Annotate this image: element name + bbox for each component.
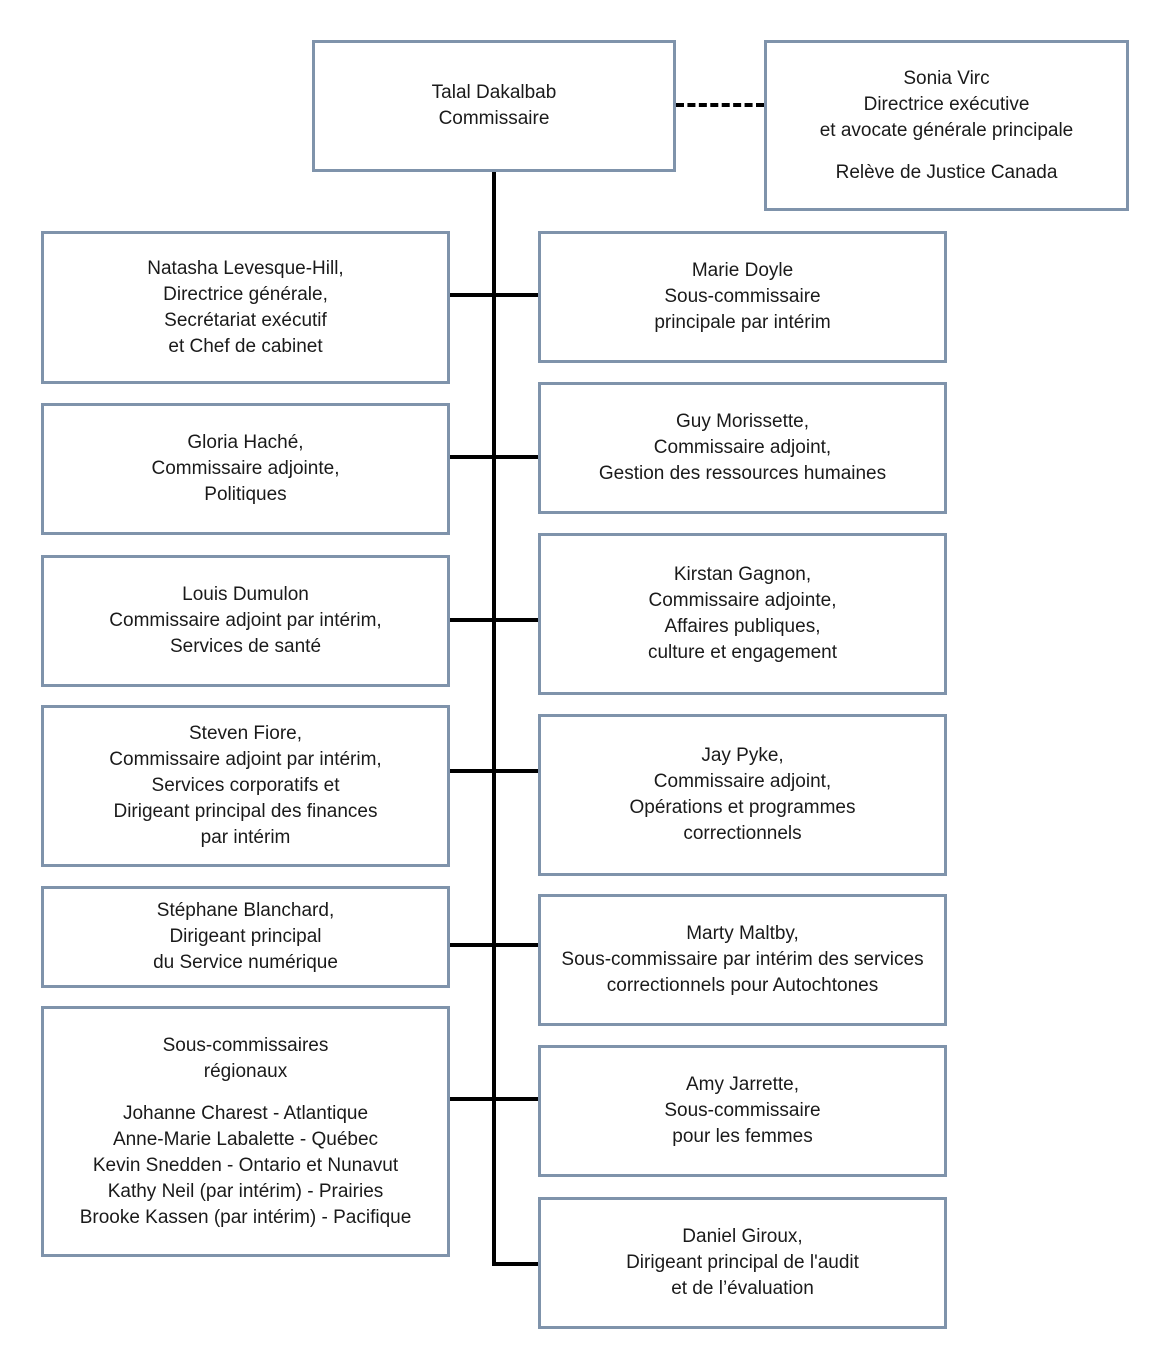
org-box-line: Sous-commissaire bbox=[664, 286, 821, 307]
connector-right-3 bbox=[494, 618, 539, 622]
org-box-right-7: Daniel Giroux, Dirigeant principal de l'… bbox=[538, 1197, 947, 1329]
org-box-line: Guy Morissette, bbox=[675, 411, 810, 432]
org-box-line: Natasha Levesque-Hill, bbox=[147, 257, 344, 279]
org-box-right-2: Guy Morissette, Commissaire adjoint, Ges… bbox=[538, 382, 947, 514]
org-box-left-5: Stéphane Blanchard, Dirigeant principal … bbox=[41, 886, 450, 988]
org-box-line: régionaux bbox=[203, 1060, 288, 1082]
org-box-line: du Service numérique bbox=[153, 952, 338, 973]
org-box-line: Affaires publiques, bbox=[664, 616, 821, 637]
org-box-left-2: Gloria Haché, Commissaire adjointe, Poli… bbox=[41, 403, 450, 535]
org-box-line: Gestion des ressources humaines bbox=[598, 463, 887, 484]
org-box-right-3: Kirstan Gagnon, Commissaire adjointe, Af… bbox=[538, 533, 947, 695]
org-box-line: Sous-commissaires bbox=[162, 1034, 329, 1056]
org-box-line: Marty Maltby, bbox=[686, 923, 799, 944]
connector-right-6 bbox=[494, 1097, 539, 1101]
org-box-line: Gloria Haché, bbox=[187, 432, 304, 453]
org-box-line: Stéphane Blanchard, bbox=[156, 900, 335, 921]
org-box-left-6-regional: Sous-commissaires régionaux Johanne Char… bbox=[41, 1006, 450, 1257]
org-box-line: Commissaire adjoint par intérim, bbox=[109, 749, 382, 770]
org-box-line: Commissaire adjoint, bbox=[653, 437, 832, 458]
connector-left-2 bbox=[449, 455, 494, 459]
org-box-line: culture et engagement bbox=[647, 642, 838, 663]
org-box-right-6: Amy Jarrette, Sous-commissaire pour les … bbox=[538, 1045, 947, 1177]
commissioner-box: Talal Dakalbab Commissaire bbox=[312, 40, 676, 172]
commissioner-name: Talal Dakalbab bbox=[431, 82, 557, 103]
dotted-link-legal bbox=[676, 103, 764, 107]
connector-right-4 bbox=[494, 769, 539, 773]
regional-item: Brooke Kassen (par intérim) - Pacifique bbox=[79, 1206, 412, 1228]
org-box-line: Dirigeant principal des finances bbox=[113, 801, 378, 822]
org-box-left-4: Steven Fiore, Commissaire adjoint par in… bbox=[41, 705, 450, 867]
legal-title: Directrice exécutive bbox=[863, 93, 1030, 115]
regional-item: Johanne Charest - Atlantique bbox=[122, 1102, 369, 1124]
org-box-line: Secrétariat exécutif bbox=[164, 309, 327, 331]
connector-right-7 bbox=[494, 1262, 539, 1266]
org-box-line: Commissaire adjoint par intérim, bbox=[109, 610, 382, 631]
connector-right-1 bbox=[494, 293, 539, 297]
org-box-line: correctionnels bbox=[683, 823, 802, 844]
org-box-line: Commissaire adjointe, bbox=[151, 458, 340, 479]
org-box-line: Commissaire adjointe, bbox=[648, 590, 837, 611]
org-box-line: Dirigeant principal de l'audit bbox=[626, 1252, 859, 1273]
regional-item: Kevin Snedden - Ontario et Nunavut bbox=[92, 1154, 399, 1176]
org-box-line: Commissaire adjoint, bbox=[653, 771, 832, 792]
org-box-line: et de l’évaluation bbox=[671, 1278, 814, 1299]
regional-item: Kathy Neil (par intérim) - Prairies bbox=[107, 1180, 384, 1202]
legal-reporting-unit: Relève de Justice Canada bbox=[835, 161, 1058, 183]
connector-left-3 bbox=[449, 618, 494, 622]
trunk-connector bbox=[492, 171, 496, 1266]
org-box-line: principale par intérim bbox=[654, 312, 831, 333]
commissioner-title: Commissaire bbox=[438, 108, 550, 129]
org-box-line: Services de santé bbox=[169, 636, 322, 657]
org-box-line: Politiques bbox=[204, 484, 287, 505]
org-box-line: Daniel Giroux, bbox=[682, 1226, 803, 1247]
org-box-line: Marie Doyle bbox=[691, 260, 794, 281]
connector-left-1 bbox=[449, 293, 494, 297]
org-box-line: Sous-commissaire bbox=[664, 1100, 821, 1121]
legal-name: Sonia Virc bbox=[903, 67, 990, 89]
org-box-right-5: Marty Maltby, Sous-commissaire par intér… bbox=[538, 894, 947, 1026]
org-box-line: Sous-commissaire par intérim des service… bbox=[561, 949, 924, 970]
org-box-line: Jay Pyke, bbox=[701, 745, 784, 766]
regional-item: Anne-Marie Labalette - Québec bbox=[112, 1128, 379, 1150]
org-box-left-3: Louis Dumulon Commissaire adjoint par in… bbox=[41, 555, 450, 687]
connector-left-4 bbox=[449, 769, 494, 773]
org-box-right-4: Jay Pyke, Commissaire adjoint, Opération… bbox=[538, 714, 947, 876]
org-box-line: Opérations et programmes bbox=[629, 797, 856, 818]
connector-left-5 bbox=[449, 943, 494, 947]
org-box-line: Louis Dumulon bbox=[182, 584, 309, 605]
legal-title-2: et avocate générale principale bbox=[819, 119, 1074, 141]
org-box-line: par intérim bbox=[200, 827, 291, 848]
org-box-line: Directrice générale, bbox=[163, 283, 328, 305]
org-box-left-1: Natasha Levesque-Hill, Directrice généra… bbox=[41, 231, 450, 384]
connector-right-5 bbox=[494, 943, 539, 947]
org-box-line: pour les femmes bbox=[672, 1126, 813, 1147]
org-box-line: Steven Fiore, bbox=[189, 723, 302, 744]
org-box-line: Dirigeant principal bbox=[169, 926, 322, 947]
org-box-line: Services corporatifs et bbox=[151, 775, 340, 796]
org-box-line: Amy Jarrette, bbox=[686, 1074, 799, 1095]
org-box-line: et Chef de cabinet bbox=[168, 335, 323, 357]
legal-box: Sonia Virc Directrice exécutive et avoca… bbox=[764, 40, 1129, 211]
org-box-line: correctionnels pour Autochtones bbox=[606, 975, 879, 996]
connector-right-2 bbox=[494, 455, 539, 459]
connector-left-6 bbox=[449, 1097, 494, 1101]
org-box-line: Kirstan Gagnon, bbox=[673, 564, 812, 585]
org-box-right-1: Marie Doyle Sous-commissaire principale … bbox=[538, 231, 947, 363]
